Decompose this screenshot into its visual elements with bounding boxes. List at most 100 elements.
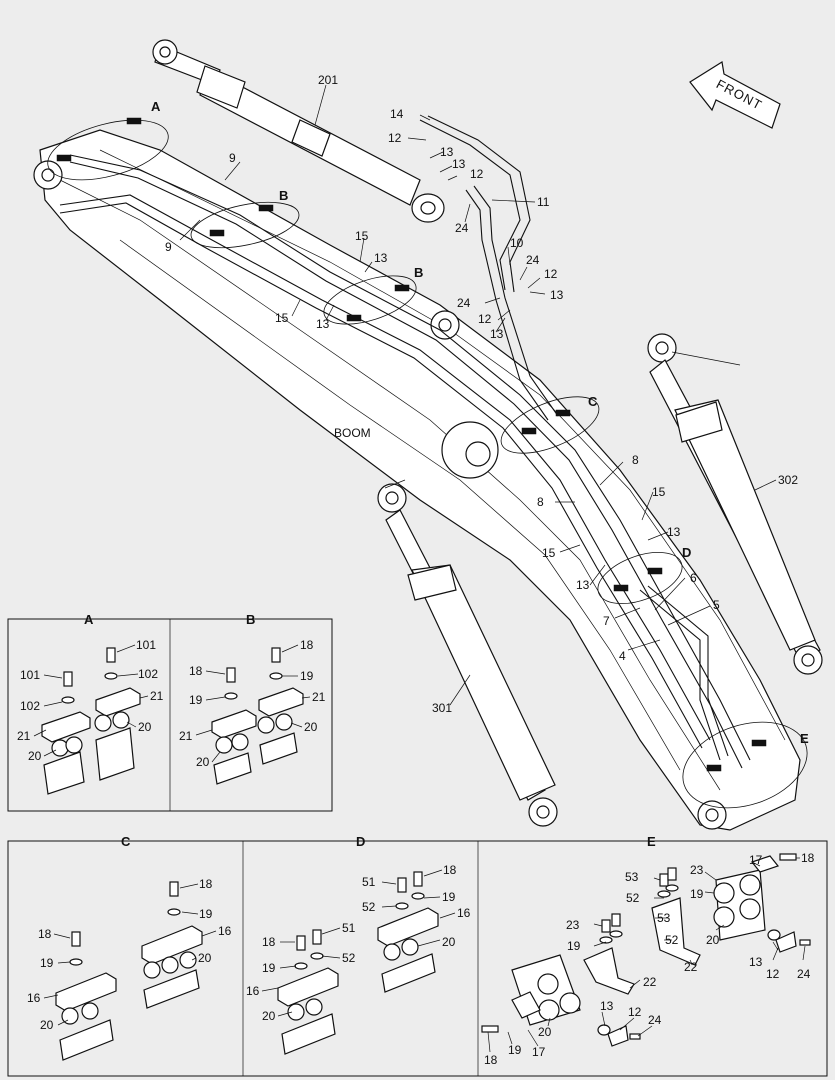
detail-label: 18 <box>443 863 457 877</box>
group-letter: B <box>414 265 423 280</box>
detail-label: 19 <box>300 669 314 683</box>
detail-a-clamp-left <box>41 671 91 795</box>
detail-label: 20 <box>198 951 212 965</box>
callout: 13 <box>667 525 681 539</box>
detail-label: 21 <box>179 729 193 743</box>
detail-label: 19 <box>567 939 581 953</box>
callout: 201 <box>318 73 338 87</box>
callout: 8 <box>632 453 639 467</box>
detail-label: 52 <box>362 900 376 914</box>
detail-label: 20 <box>138 720 152 734</box>
detail-label: 16 <box>457 906 471 920</box>
group-letter: E <box>800 731 809 746</box>
callout-labels: 201 14 12 13 13 12 11 24 10 24 12 13 24 … <box>151 73 809 746</box>
detail-label: 20 <box>706 933 720 947</box>
leader-lines <box>179 84 777 706</box>
detail-label: 53 <box>657 911 671 925</box>
callout: 9 <box>165 240 172 254</box>
callout: 13 <box>576 578 590 592</box>
panel-title-d: D <box>356 834 365 849</box>
detail-b-leaders <box>195 644 311 763</box>
detail-d-clamp-right <box>377 871 439 993</box>
group-letter: C <box>588 394 598 409</box>
callout: 13 <box>374 251 388 265</box>
detail-label: 21 <box>150 689 164 703</box>
detail-label: 22 <box>643 975 657 989</box>
panel-title-a: A <box>84 612 94 627</box>
callout: 5 <box>713 598 720 612</box>
main-illustration: FRONT BOOM <box>33 39 823 831</box>
callout: 13 <box>490 327 504 341</box>
callout: 14 <box>390 107 404 121</box>
panel-title-c: C <box>121 834 131 849</box>
detail-label: 102 <box>20 699 40 713</box>
detail-label: 16 <box>218 924 232 938</box>
detail-label: 18 <box>262 935 276 949</box>
detail-a-clamp-right <box>94 647 141 781</box>
callout: 7 <box>603 614 610 628</box>
callout: 9 <box>229 151 236 165</box>
callout: 15 <box>542 546 556 560</box>
detail-label: 17 <box>749 853 763 867</box>
detail-panel-cde: C D E <box>7 834 828 1077</box>
callout: 15 <box>355 229 369 243</box>
detail-d-clamp-left <box>277 929 339 1055</box>
boom-label: BOOM <box>334 426 371 440</box>
detail-b-clamp-left <box>211 667 257 785</box>
callout: 11 <box>537 195 550 209</box>
detail-b-clamp-right <box>257 647 304 765</box>
detail-label: 24 <box>648 1013 662 1027</box>
callout: 24 <box>457 296 471 310</box>
detail-e-leaders <box>487 857 806 1053</box>
callout: 13 <box>440 145 454 159</box>
detail-label: 102 <box>138 667 158 681</box>
detail-label: 24 <box>797 967 811 981</box>
detail-c-clamp-right <box>141 881 203 1009</box>
detail-label: 16 <box>27 991 41 1005</box>
detail-label: 18 <box>189 664 203 678</box>
callout: 4 <box>619 649 626 663</box>
detail-label: 19 <box>262 961 276 975</box>
detail-label: 20 <box>538 1025 552 1039</box>
detail-e-assembly-lower <box>481 913 641 1047</box>
detail-label: 23 <box>566 918 580 932</box>
detail-label: 18 <box>300 638 314 652</box>
detail-label: 23 <box>690 863 704 877</box>
detail-label: 19 <box>508 1043 522 1057</box>
detail-label: 52 <box>342 951 356 965</box>
detail-label: 19 <box>442 890 456 904</box>
hydraulic-pipes <box>59 115 751 769</box>
detail-label: 19 <box>690 887 704 901</box>
clamp-group-markers <box>47 117 808 809</box>
detail-label: 18 <box>199 877 213 891</box>
detail-label: 19 <box>199 907 213 921</box>
boom-cylinder-302 <box>647 333 823 675</box>
callout: 13 <box>452 157 466 171</box>
callout: 13 <box>550 288 564 302</box>
detail-label: 13 <box>600 999 614 1013</box>
detail-label: 17 <box>532 1045 546 1059</box>
callout: 10 <box>510 236 524 250</box>
detail-label: 51 <box>362 875 376 889</box>
detail-d-leaders <box>261 869 456 1017</box>
detail-label: 53 <box>625 870 639 884</box>
detail-label: 16 <box>246 984 260 998</box>
panel-title-b: B <box>246 612 255 627</box>
detail-label: 18 <box>38 927 52 941</box>
callout: 15 <box>652 485 666 499</box>
detail-label: 12 <box>628 1005 642 1019</box>
detail-label: 19 <box>189 693 203 707</box>
detail-label: 52 <box>665 933 679 947</box>
detail-label: 13 <box>749 955 763 969</box>
callout: 12 <box>544 267 558 281</box>
detail-label: 21 <box>17 729 31 743</box>
detail-label: 51 <box>342 921 356 935</box>
detail-c-clamp-left <box>55 931 117 1061</box>
detail-label: 20 <box>304 720 318 734</box>
detail-panel-ab: A B 101 102 <box>7 612 333 812</box>
detail-a-leaders <box>33 644 149 757</box>
callout: 12 <box>478 312 492 326</box>
callout: 12 <box>470 167 484 181</box>
detail-label: 20 <box>442 935 456 949</box>
